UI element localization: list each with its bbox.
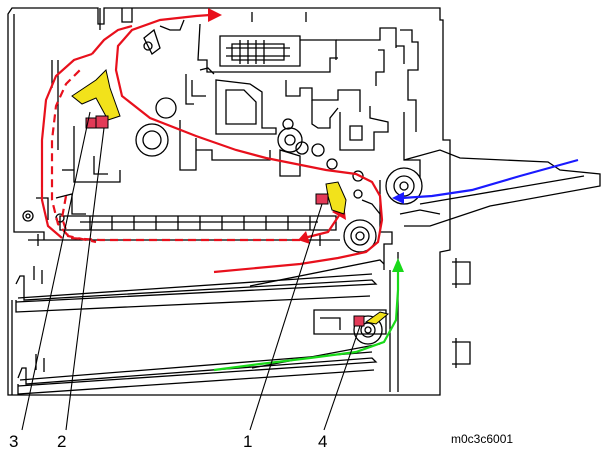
- paper-path-main: [40, 13, 384, 274]
- sensor-1-feeler: [325, 181, 347, 215]
- rollers: [22, 41, 423, 345]
- leader-lines: [21, 111, 361, 431]
- figure-id: m0c3c6001: [451, 432, 514, 446]
- sensor-2-body: [85, 115, 109, 129]
- sensor-4-feeler: [364, 311, 390, 325]
- sensor-1-body: [315, 193, 329, 205]
- paper-path-bypass-arrow: [392, 192, 404, 204]
- machine-frame: [7, 7, 601, 396]
- paper-path-bypass: [401, 158, 579, 200]
- callout-4: 4: [318, 432, 328, 451]
- callout-3: 3: [9, 432, 19, 451]
- paper-path-lower-tray-arrow: [392, 258, 404, 272]
- sensor-3-feeler: [71, 69, 121, 121]
- callout-1: 1: [243, 432, 253, 451]
- callout-2: 2: [57, 432, 67, 451]
- paper-path-lower-tray: [213, 268, 400, 372]
- sensor-4-body: [353, 315, 365, 327]
